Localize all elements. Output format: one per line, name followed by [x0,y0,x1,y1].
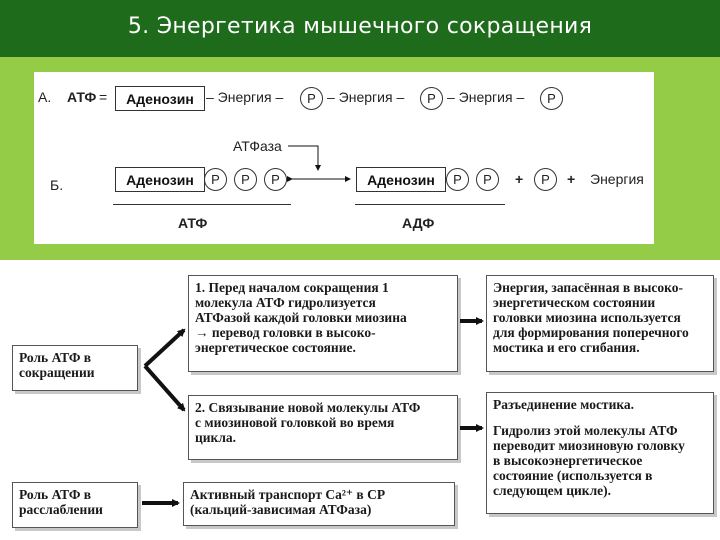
row-a-phosphate-3-label: Р [547,91,556,106]
step-1-line-3: АТФазой каждой головки миозина [195,310,407,325]
row-b-left-phosphate-3-label: Р [271,172,280,187]
row-b-free-phosphate: Р [534,168,557,191]
row-a-label: А. [38,89,52,105]
row-b-adenosine-left-box: Аденозин [115,167,205,192]
row-b-plus-2: + [567,171,576,187]
row-a-energy-bond-2: – Энергия – [327,89,405,105]
step-1-line-4: → перевод головки в высоко- [195,325,376,340]
row-b-left-phosphate-2: Р [234,168,257,191]
row-a-phosphate-1-label: Р [307,91,316,106]
row-b-adenosine-right-label: Аденозин [367,171,435,188]
role-relaxation-line-1: Роль АТФ в [19,487,92,502]
row-b-label: Б. [50,177,64,193]
step-1-line-1: 1. Перед началом сокращения 1 [195,280,389,295]
relaxation-step-box: Активный транспорт Ca²⁺ в СР (кальций-за… [183,482,455,526]
step-2-result-line-1: Гидролиз этой молекулы АТФ [493,423,678,438]
contraction-to-step-2-arrow [143,364,186,412]
title-bar: 5. Энергетика мышечного сокращения [0,0,720,57]
row-b-left-phosphate-2-label: Р [241,172,250,187]
step-2-box: 2. Связывание новой молекулы АТФ с миози… [188,395,458,460]
row-a-phosphate-1: Р [300,87,323,110]
step-2-result-line-4: состояние (используется в [493,468,653,483]
row-a-energy-bond-1: – Энергия – [206,89,284,105]
row-b-adenosine-left-label: Аденозин [126,171,194,188]
step-1-result-line-5: мостика и его сгибания. [493,340,640,355]
contraction-to-step-1-arrow [143,328,186,368]
row-b-right-phosphate-2: Р [476,168,499,191]
step-1-result-line-1: Энергия, запасённая в высоко- [493,280,683,295]
role-relaxation-box: Роль АТФ в расслаблении [12,482,138,528]
row-b-right-phosphate-1: Р [446,168,469,191]
step-2-result-a: Разъединение мостика. [493,397,635,412]
row-b-right-phosphate-1-label: Р [453,172,462,187]
step-2-result-box: Разъединение мостика. Гидролиз этой моле… [486,392,714,514]
enzyme-label: АТФаза [233,138,282,154]
row-a-atp: АТФ [67,89,97,105]
relaxation-step-line-2: (кальций-зависимая АТФаза) [190,502,372,517]
slide-title: 5. Энергетика мышечного сокращения [127,14,593,39]
step-2-line-3: цикла. [195,430,237,445]
atp-underline [113,204,291,205]
relaxation-step-line-1: Активный транспорт Ca²⁺ в СР [190,487,386,502]
role-contraction-box: Роль АТФ в сокращении [12,345,138,391]
row-b-adenosine-right-box: Аденозин [356,167,446,192]
step-2-line-2: с миозиновой головкой во время [195,415,395,430]
step-1-result-line-4: для формирования поперечного [493,325,689,340]
step-2-result-line-5: следующем цикле). [493,483,612,498]
row-a-equals: = [99,89,108,105]
row-b-energy: Энергия [590,171,644,187]
role-relaxation-line-2: расслаблении [19,502,103,517]
role-contraction-line-2: сокращении [19,365,95,380]
step-1-result-box: Энергия, запасённая в высоко- энергетиче… [486,275,714,372]
row-a-adenosine-box: Аденозин [115,86,205,111]
adp-underline [355,204,505,205]
step-2-result-line-2: переводит миозиновую головку [493,438,685,453]
row-b-left-phosphate-1-label: Р [211,172,220,187]
step-1-line-5: энергетическое состояние. [195,340,356,355]
adp-caption: АДФ [402,215,435,231]
row-a-phosphate-2: Р [420,87,443,110]
atp-caption: АТФ [178,215,208,231]
row-b-left-phosphate-3: Р [264,168,287,191]
row-a-adenosine-label: Аденозин [126,90,194,107]
step-1-box: 1. Перед началом сокращения 1 молекула А… [188,275,458,372]
row-b-plus-1: + [515,171,524,187]
row-b-right-phosphate-2-label: Р [483,172,492,187]
step-1-line-2: молекула АТФ гидролизуется [195,295,376,310]
row-a-energy-bond-3: – Энергия – [447,89,525,105]
row-b-free-phosphate-label: Р [541,172,550,187]
row-b-left-phosphate-1: Р [204,168,227,191]
step-1-result-line-3: головки миозина используется [493,310,681,325]
enzyme-arrow [288,145,321,171]
row-a-phosphate-3: Р [540,87,563,110]
role-contraction-line-1: Роль АТФ в [19,350,92,365]
step-2-line-1: 2. Связывание новой молекулы АТФ [195,400,421,415]
step-2-result-line-3: в высокоэнергетическое [493,453,643,468]
row-a-phosphate-2-label: Р [427,91,436,106]
step-1-result-line-2: энергетическом состоянии [493,295,656,310]
